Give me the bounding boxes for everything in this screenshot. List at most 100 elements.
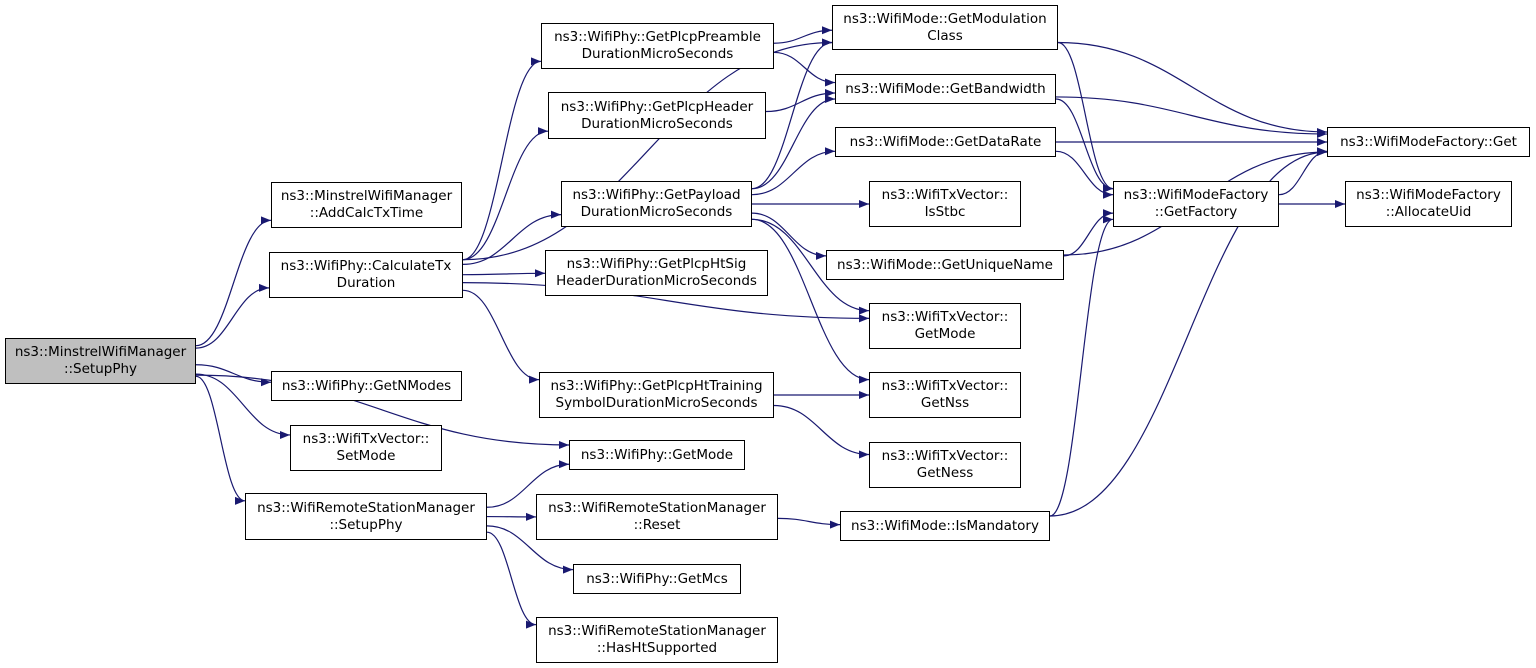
node-label-line: ::Reset: [633, 517, 681, 533]
edge-setup_phy_root-to-phy_get_mode: [195, 374, 570, 449]
node-label-line: ns3::WifiTxVector::: [881, 378, 1009, 394]
node-txvector-get-mode[interactable]: ns3::WifiTxVector:: GetMode: [869, 303, 1021, 349]
node-label-line: ns3::WifiMode::IsMandatory: [851, 517, 1039, 534]
node-label-line: DurationMicroSeconds: [581, 115, 733, 132]
node-label-line: ::AllocateUid: [1385, 204, 1472, 220]
node-mode-unique-name[interactable]: ns3::WifiMode::GetUniqueName: [826, 250, 1064, 280]
edge-plcp_preamble-to-mode_bandwidth: [773, 51, 836, 87]
node-label-line: ns3::WifiRemoteStationManager: [548, 623, 766, 639]
node-label-line: ns3::MinstrelWifiManager: [280, 188, 453, 204]
node-mode-modulation-class[interactable]: ns3::WifiMode::GetModulation Class: [832, 5, 1058, 50]
node-label-line: SetMode: [336, 448, 396, 464]
node-plcp-preamble[interactable]: ns3::WifiPhy::GetPlcpPreamble DurationMi…: [541, 23, 774, 69]
edge-payload_duration-to-mode_data_rate: [751, 147, 836, 196]
edge-setup_phy_root-to-add_calc_tx_time: [195, 216, 272, 347]
node-mode-bandwidth[interactable]: ns3::WifiMode::GetBandwidth: [835, 74, 1056, 104]
node-label-line: ::HasHtSupported: [596, 640, 718, 656]
edge-payload_duration-to-mode_modulation_class: [751, 38, 833, 190]
node-factory-allocate-uid[interactable]: ns3::WifiModeFactory ::AllocateUid: [1345, 181, 1512, 227]
node-mode-data-rate[interactable]: ns3::WifiMode::GetDataRate: [835, 127, 1056, 157]
node-label-line: ns3::WifiPhy::GetPlcpHtTraining: [550, 378, 763, 394]
node-txvector-is-stbc[interactable]: ns3::WifiTxVector:: IsStbc: [869, 181, 1021, 227]
node-label-line: ns3::MinstrelWifiManager: [14, 344, 187, 360]
node-label-line: ns3::WifiTxVector::: [302, 431, 430, 447]
edge-factory_get_factory-to-factory_get: [1278, 147, 1328, 196]
node-label-line: ns3::WifiTxVector::: [881, 448, 1009, 464]
edge-mode_data_rate-to-factory_get_factory: [1055, 150, 1114, 199]
node-label-line: ns3::WifiMode::GetModulation: [843, 10, 1047, 27]
node-plcp-header[interactable]: ns3::WifiPhy::GetPlcpHeader DurationMicr…: [548, 92, 766, 139]
edge-mode_bandwidth-to-factory_get_factory: [1055, 98, 1114, 193]
edge-mode_is_mandatory-to-factory_get: [1049, 148, 1328, 517]
node-label-line: ns3::WifiPhy::GetPlcpPreamble: [554, 29, 761, 45]
node-label-line: Class: [927, 27, 963, 44]
edge-mode_bandwidth-to-factory_get: [1055, 96, 1328, 139]
node-label-line: ns3::WifiRemoteStationManager: [257, 499, 475, 516]
node-label-line: ns3::WifiPhy::CalculateTx: [280, 258, 452, 274]
node-label-line: HeaderDurationMicroSeconds: [556, 273, 757, 289]
node-label-line: IsStbc: [924, 204, 966, 220]
node-calculate-tx-duration[interactable]: ns3::WifiPhy::CalculateTx Duration: [269, 252, 463, 298]
node-label-line: ::SetupPhy: [329, 516, 403, 533]
node-label-line: GetMode: [914, 326, 976, 342]
edge-calculate_tx_duration-to-plcp_preamble: [462, 57, 542, 261]
node-ht-sig-header[interactable]: ns3::WifiPhy::GetPlcpHtSig HeaderDuratio…: [545, 250, 768, 296]
edge-setup_phy_root-to-rsm_setup_phy: [195, 375, 246, 505]
edge-rsm_setup_phy-to-rsm_has_ht: [486, 531, 537, 629]
edge-calculate_tx_duration-to-plcp_header: [462, 127, 549, 261]
edge-setup_phy_root-to-calculate_tx_duration: [195, 283, 270, 349]
edge-calculate_tx_duration-to-txvector_get_mode: [462, 282, 870, 323]
node-txvector-get-ness[interactable]: ns3::WifiTxVector:: GetNess: [869, 442, 1021, 488]
node-label-line: ns3::WifiPhy::GetPlcpHtSig: [566, 256, 747, 272]
node-label-line: ns3::WifiMode::GetUniqueName: [837, 256, 1053, 273]
node-add-calc-tx-time[interactable]: ns3::MinstrelWifiManager ::AddCalcTxTime: [271, 182, 462, 228]
node-rsm-reset[interactable]: ns3::WifiRemoteStationManager ::Reset: [536, 494, 778, 540]
node-label-line: ns3::WifiPhy::GetMcs: [586, 570, 728, 587]
node-label-line: ns3::WifiMode::GetBandwidth: [845, 80, 1046, 97]
node-factory-get-factory[interactable]: ns3::WifiModeFactory ::GetFactory: [1113, 181, 1279, 227]
node-label-line: ::GetFactory: [1154, 204, 1238, 220]
node-mode-is-mandatory[interactable]: ns3::WifiMode::IsMandatory: [840, 511, 1050, 541]
edge-mode_unique_name-to-factory_get_factory: [1063, 209, 1114, 257]
edge-calculate_tx_duration-to-payload_duration: [462, 210, 562, 265]
node-label-line: ns3::WifiPhy::GetPlcpHeader: [560, 98, 754, 115]
edge-ht_training-to-txvector_get_ness: [773, 404, 870, 459]
node-rsm-setup-phy[interactable]: ns3::WifiRemoteStationManager ::SetupPhy: [245, 493, 487, 540]
edge-calculate_tx_duration-to-ht_sig_header: [462, 269, 546, 278]
node-label-line: GetNess: [916, 465, 974, 481]
node-payload-duration[interactable]: ns3::WifiPhy::GetPayload DurationMicroSe…: [561, 181, 752, 227]
node-phy-get-mode[interactable]: ns3::WifiPhy::GetMode: [569, 440, 745, 470]
node-factory-get[interactable]: ns3::WifiModeFactory::Get: [1327, 127, 1530, 157]
node-label-line: ns3::WifiMode::GetDataRate: [849, 133, 1042, 150]
node-label-line: ns3::WifiRemoteStationManager: [548, 500, 766, 516]
node-label-line: SymbolDurationMicroSeconds: [555, 395, 758, 411]
node-phy-get-mcs[interactable]: ns3::WifiPhy::GetMcs: [573, 564, 741, 594]
node-setup-phy-root: ns3::MinstrelWifiManager ::SetupPhy: [5, 338, 196, 384]
node-get-n-modes[interactable]: ns3::WifiPhy::GetNModes: [271, 371, 462, 401]
node-label-line: DurationMicroSeconds: [581, 46, 734, 62]
node-label-line: DurationMicroSeconds: [580, 204, 733, 220]
node-label-line: ns3::WifiTxVector::: [881, 187, 1009, 203]
edge-mode_modulation_class-to-factory_get: [1057, 41, 1328, 136]
edge-rsm_setup_phy-to-phy_get_mcs: [486, 525, 574, 574]
node-label-line: ns3::WifiModeFactory: [1123, 187, 1269, 203]
node-ht-training[interactable]: ns3::WifiPhy::GetPlcpHtTraining SymbolDu…: [539, 372, 774, 418]
edge-plcp_header-to-mode_bandwidth: [765, 88, 836, 113]
node-txvector-get-nss[interactable]: ns3::WifiTxVector:: GetNss: [869, 372, 1021, 418]
edge-payload_duration-to-mode_unique_name: [751, 212, 827, 260]
edge-setup_phy_root-to-txvector_set_mode: [195, 373, 291, 439]
node-label-line: Duration: [336, 275, 396, 291]
node-label-line: ::SetupPhy: [63, 361, 138, 377]
node-label-line: ns3::WifiTxVector::: [881, 309, 1009, 325]
node-txvector-set-mode[interactable]: ns3::WifiTxVector:: SetMode: [290, 425, 442, 471]
node-rsm-has-ht[interactable]: ns3::WifiRemoteStationManager ::HasHtSup…: [536, 617, 778, 663]
node-label-line: GetNss: [920, 395, 970, 411]
edge-plcp_preamble-to-mode_modulation_class: [773, 26, 833, 44]
edge-mode_modulation_class-to-factory_get_factory: [1057, 41, 1114, 193]
edge-calculate_tx_duration-to-ht_training: [462, 289, 540, 384]
node-label-line: ns3::WifiPhy::GetNModes: [281, 377, 452, 394]
node-label-line: ::AddCalcTxTime: [309, 205, 424, 221]
edge-payload_duration-to-txvector_get_nss: [751, 218, 870, 384]
node-label-line: ns3::WifiModeFactory: [1356, 187, 1501, 203]
